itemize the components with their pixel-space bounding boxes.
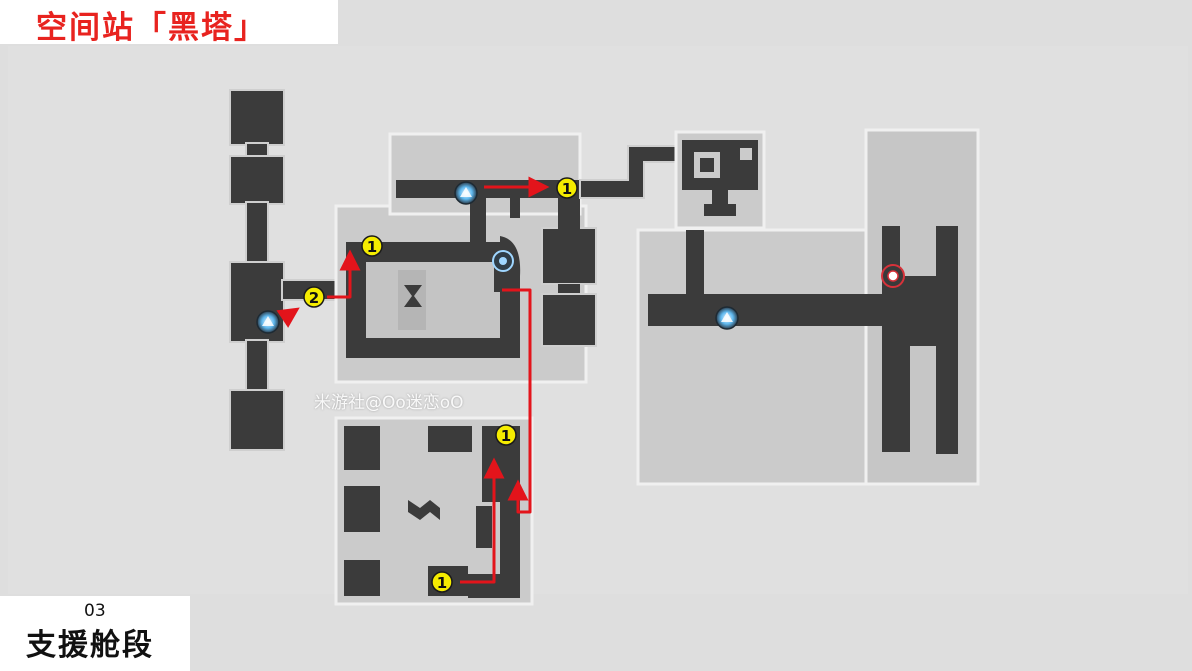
watermark: 米游社@Oo迷恋oO xyxy=(314,393,464,413)
space-anchor-icon[interactable] xyxy=(256,310,280,334)
title-banner xyxy=(0,0,338,44)
east-wing xyxy=(636,128,980,486)
north-east-connector xyxy=(579,130,766,230)
svg-text:1: 1 xyxy=(562,180,572,198)
space-anchor-icon[interactable] xyxy=(715,306,739,330)
map-title: 空间站「黑塔」 xyxy=(36,10,267,46)
marker-1-north[interactable]: 1 xyxy=(556,177,578,199)
svg-text:1: 1 xyxy=(367,238,377,256)
south-block xyxy=(334,416,534,606)
zone-number: 03 xyxy=(84,601,106,621)
svg-text:2: 2 xyxy=(309,289,319,307)
svg-text:1: 1 xyxy=(437,574,447,592)
space-anchor-icon[interactable] xyxy=(454,181,478,205)
map-background xyxy=(8,46,1188,594)
marker-1-south-upper[interactable]: 1 xyxy=(495,424,517,446)
marker-2-west[interactable]: 2 xyxy=(303,286,325,308)
zone-label-box xyxy=(0,596,190,671)
marker-1-central[interactable]: 1 xyxy=(361,235,383,257)
boss-marker-icon[interactable] xyxy=(881,264,905,288)
zone-name: 支援舱段 xyxy=(26,628,154,663)
puzzle-device-icon[interactable] xyxy=(492,250,514,272)
route-arrows xyxy=(276,176,550,584)
west-wing xyxy=(229,89,353,451)
svg-text:1: 1 xyxy=(501,427,511,445)
marker-1-south-lower[interactable]: 1 xyxy=(431,571,453,593)
central-block xyxy=(334,132,597,384)
